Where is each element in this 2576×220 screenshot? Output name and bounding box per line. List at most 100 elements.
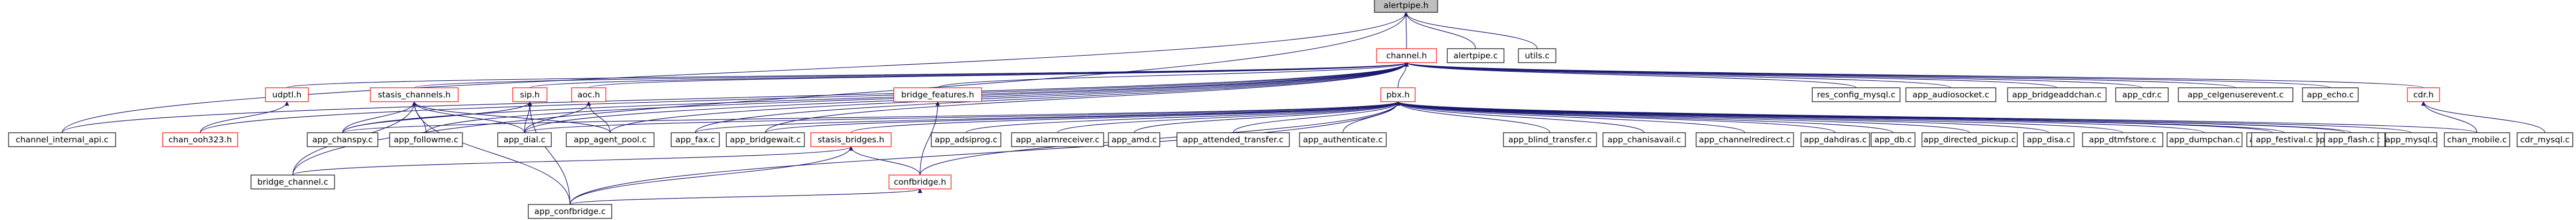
node-app-authenticate-c[interactable]: app_authenticate.c (1299, 132, 1387, 147)
node-aoc-h[interactable]: aoc.h (571, 87, 606, 102)
edge-app-mysql-c-to-pbx-h (1396, 101, 2412, 133)
edge-app-fax-c-to-pbx-h (695, 101, 1400, 133)
node-stasis-channels-h[interactable]: stasis_channels.h (370, 87, 459, 102)
node-label: channel.h (1386, 51, 1427, 60)
node-alertpipe-c[interactable]: alertpipe.c (1447, 48, 1504, 63)
edge-app-bridgewait-c-to-pbx-h (765, 101, 1400, 133)
node-app-db-c[interactable]: app_db.c (1871, 132, 1916, 147)
node-app-bridgewait-c[interactable]: app_bridgewait.c (726, 132, 805, 147)
node-utils-c[interactable]: utils.c (1518, 48, 1556, 63)
node-box (1176, 132, 1290, 147)
edge-app-celgenuserevent-c-to-channel-h (1404, 62, 2236, 88)
edge-chan-ooh323-h-to-channel-h (200, 62, 1409, 133)
node-label: cdr_mysql.c (2520, 135, 2570, 145)
node-app-fax-c[interactable]: app_fax.c (671, 132, 720, 147)
node-box (1696, 132, 1794, 147)
node-label: app_mysql.c (2385, 135, 2437, 145)
edge-app-agent-pool-c-to-channel-h (610, 62, 1409, 133)
node-bridge-features-h[interactable]: bridge_features.h (893, 87, 982, 102)
node-chan-ooh323-h[interactable]: chan_ooh323.h (162, 132, 238, 147)
node-app-amd-c[interactable]: app_amd.c (1108, 132, 1160, 147)
node-box (931, 132, 1001, 147)
node-label: res_config_mysql.c (1817, 90, 1896, 100)
edge-app-chanspy-c-to-channel-h (342, 62, 1409, 133)
node-label: stasis_channels.h (378, 90, 451, 100)
node-box (671, 132, 720, 147)
node-app-echo-c[interactable]: app_echo.c (2302, 87, 2359, 102)
node-box (162, 132, 238, 147)
node-label: app_alarmreceiver.c (1016, 135, 1099, 145)
node-app-chanspy-c[interactable]: app_chanspy.c (307, 132, 378, 147)
node-app-flash-c[interactable]: app_flash.c (2324, 132, 2379, 147)
node-app-directed-pickup-c[interactable]: app_directed_pickup.c (1921, 132, 2018, 147)
node-confbridge-h[interactable]: confbridge.h (888, 175, 952, 189)
node-app-dial-c[interactable]: app_dial.c (497, 132, 552, 147)
node-box (726, 132, 805, 147)
edge-alertpipe-c-to-alertpipe-h (1403, 12, 1476, 49)
node-app-agent-pool-c[interactable]: app_agent_pool.c (566, 132, 655, 147)
node-bridge-channel-c[interactable]: bridge_channel.c (250, 175, 335, 189)
node-chan-mobile-c[interactable]: chan_mobile.c (2444, 132, 2510, 147)
node-app-confbridge-c[interactable]: app_confbridge.c (528, 204, 612, 219)
node-label: app_chanspy.c (313, 135, 373, 145)
node-app-alarmreceiver-c[interactable]: app_alarmreceiver.c (1011, 132, 1104, 147)
node-box (307, 132, 378, 147)
node-udptl-h[interactable]: udptl.h (265, 87, 309, 102)
node-app-celgenuserevent-c[interactable]: app_celgenuserevent.c (2178, 87, 2293, 102)
node-box (888, 175, 952, 189)
node-box (497, 132, 552, 147)
node-app-channelredirect-c[interactable]: app_channelredirect.c (1696, 132, 1794, 147)
node-app-dtmfstore-c[interactable]: app_dtmfstore.c (2082, 132, 2163, 147)
node-label: app_festival.c (2256, 135, 2313, 145)
node-box (2385, 132, 2437, 147)
node-box (2007, 87, 2107, 102)
node-app-dahdiras-c[interactable]: app_dahdiras.c (1800, 132, 1870, 147)
node-box (1871, 132, 1916, 147)
node-alertpipe-h[interactable]: alertpipe.h (1374, 0, 1438, 13)
node-app-cdr-c[interactable]: app_cdr.c (2115, 87, 2169, 102)
edge-stasis-bridges-h-to-pbx-h (850, 101, 1400, 133)
node-app-dumpchan-c[interactable]: app_dumpchan.c (2167, 132, 2243, 147)
node-app-blind-transfer-c[interactable]: app_blind_transfer.c (1503, 132, 1597, 147)
node-box (1812, 87, 1901, 102)
edge-channel-internal-api-c-to-channel-h (62, 62, 1409, 133)
node-app-disa-c[interactable]: app_disa.c (2023, 132, 2075, 147)
node-cdr-mysql-c[interactable]: cdr_mysql.c (2517, 132, 2573, 147)
node-label: alertpipe.h (1384, 1, 1428, 10)
edge-app-confbridge-c-to-pbx-h (569, 101, 1401, 205)
node-app-festival-c[interactable]: app_festival.c (2251, 132, 2317, 147)
node-res-config-mysql-c[interactable]: res_config_mysql.c (1812, 87, 1901, 102)
node-channel-h[interactable]: channel.h (1376, 48, 1437, 63)
node-label: app_attended_transfer.c (1183, 135, 1283, 145)
node-box (1374, 0, 1438, 13)
node-label: bridge_channel.c (257, 177, 328, 187)
node-box (1011, 132, 1104, 147)
edge-chan-mobile-c-to-pbx-h (1396, 101, 2478, 133)
edge-app-echo-c-to-channel-h (1404, 62, 2331, 88)
node-app-mysql-c[interactable]: app_mysql.c (2385, 132, 2437, 147)
edge-app-channelredirect-c-to-pbx-h (1395, 101, 1745, 133)
node-box (1602, 132, 1686, 147)
node-label: sip.h (520, 90, 540, 100)
edge-app-amd-c-to-pbx-h (1134, 101, 1401, 133)
node-label: app_echo.c (2307, 90, 2353, 100)
node-app-chanisavail-c[interactable]: app_chanisavail.c (1602, 132, 1686, 147)
node-cdr-h[interactable]: cdr.h (2407, 87, 2440, 102)
edge-app-audiosocket-c-to-channel-h (1404, 62, 1951, 88)
node-app-bridgeaddchan-c[interactable]: app_bridgeaddchan.c (2007, 87, 2107, 102)
edge-app-festival-c-to-pbx-h (1396, 101, 2285, 133)
edge-res-config-mysql-c-to-channel-h (1404, 62, 1857, 88)
node-app-followme-c[interactable]: app_followme.c (389, 132, 463, 147)
node-box (810, 132, 892, 147)
node-label: app_blind_transfer.c (1508, 135, 1592, 145)
node-box (2167, 132, 2243, 147)
node-sip-h[interactable]: sip.h (512, 87, 548, 102)
node-app-audiosocket-c[interactable]: app_audiosocket.c (1905, 87, 1996, 102)
node-channel-internal-api-c[interactable]: channel_internal_api.c (8, 132, 116, 147)
edge-app-dial-c-to-stasis-channels-h (412, 101, 525, 133)
node-pbx-h[interactable]: pbx.h (1380, 87, 1416, 102)
node-stasis-bridges-h[interactable]: stasis_bridges.h (810, 132, 892, 147)
node-app-attended-transfer-c[interactable]: app_attended_transfer.c (1176, 132, 1290, 147)
node-app-adsiprog-c[interactable]: app_adsiprog.c (931, 132, 1001, 147)
